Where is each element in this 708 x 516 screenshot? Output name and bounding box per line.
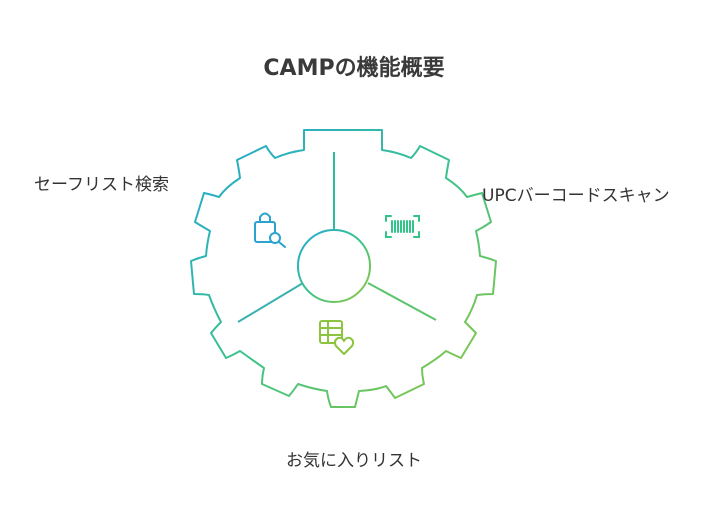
upc-barcode-scan-label: UPCバーコードスキャン [482, 186, 670, 206]
divider-left [237, 282, 304, 323]
favorites-list-label: お気に入りリスト [286, 451, 422, 471]
shopping-bag-search-icon [254, 212, 286, 248]
diagram-title: CAMPの機能概要 [263, 56, 445, 81]
gear-hub [297, 229, 371, 303]
divider-right [367, 282, 437, 321]
safelist-search-label: セーフリスト検索 [34, 175, 169, 195]
barcode-scan-icon [385, 215, 420, 238]
gear-outline [190, 129, 497, 408]
favorite-list-icon [319, 320, 355, 355]
